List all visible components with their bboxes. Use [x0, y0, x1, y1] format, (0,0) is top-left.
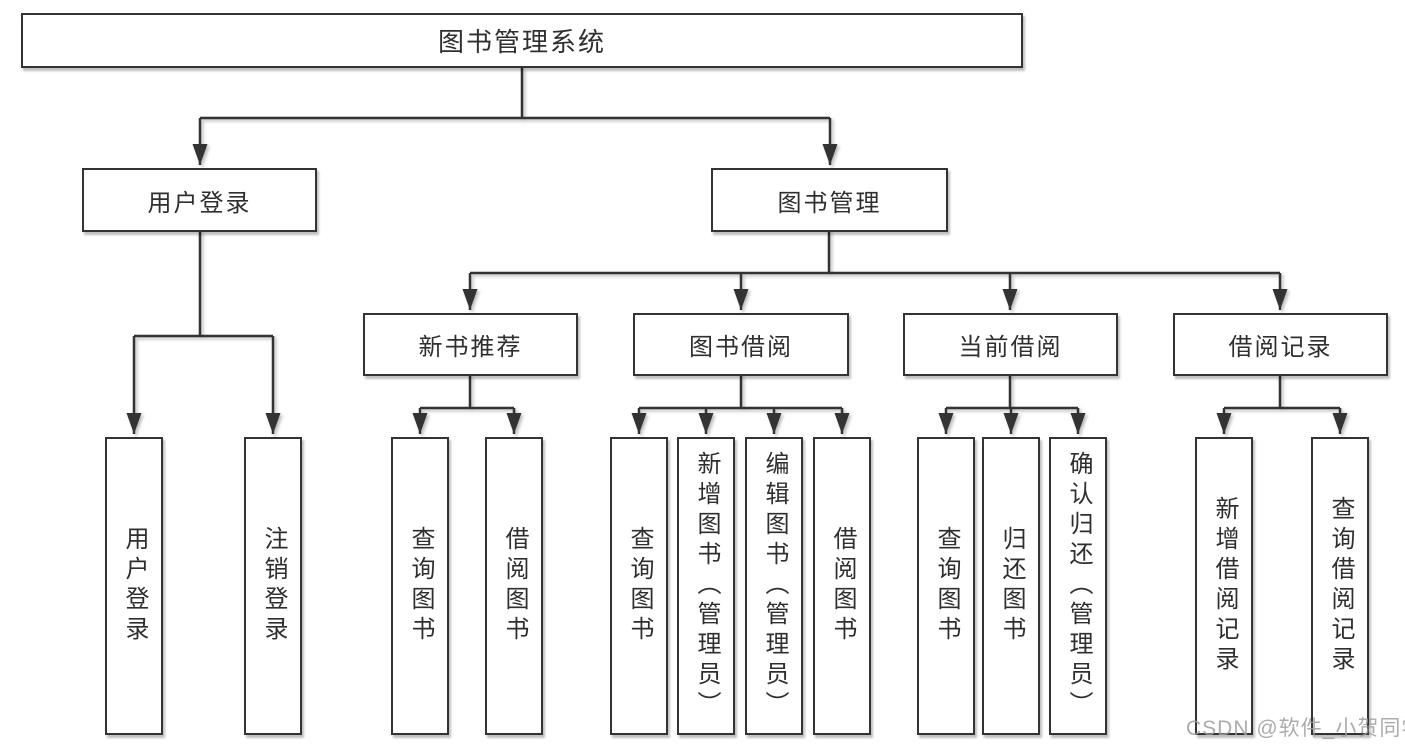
leaf-current-confirm-return-admin: 确认归还（管理员） [1049, 437, 1107, 735]
leaf-records-add-borrow-record: 新增借阅记录 [1195, 437, 1253, 735]
leaf-newbook-borrow-books-label: 借阅图书 [501, 526, 528, 646]
node-new-book-recommend-label: 新书推荐 [418, 334, 523, 361]
leaf-records-query-borrow-record-label: 查询借阅记录 [1327, 496, 1354, 676]
leaf-newbook-query-books: 查询图书 [391, 437, 449, 735]
leaf-newbook-borrow-books: 借阅图书 [485, 437, 543, 735]
leaf-current-return-books-label: 归还图书 [998, 526, 1025, 646]
leaf-records-add-borrow-record-label: 新增借阅记录 [1211, 496, 1238, 676]
leaf-borrowing-borrow-books-label: 借阅图书 [829, 526, 856, 646]
node-current-borrowing-label: 当前借阅 [958, 334, 1063, 361]
node-book-borrowing-label: 图书借阅 [689, 334, 793, 361]
leaf-borrowing-query-books-label: 查询图书 [626, 526, 653, 646]
leaf-logout-label: 注销登录 [260, 526, 287, 646]
leaf-current-query-books-label: 查询图书 [933, 526, 960, 646]
node-book-management: 图书管理 [711, 168, 948, 232]
leaf-current-query-books: 查询图书 [917, 437, 975, 735]
node-borrow-records-label: 借阅记录 [1228, 334, 1333, 361]
leaf-borrowing-edit-books-admin-label: 编辑图书（管理员） [761, 451, 788, 721]
leaf-current-confirm-return-admin-label: 确认归还（管理员） [1065, 451, 1092, 721]
node-new-book-recommend: 新书推荐 [363, 313, 578, 376]
node-root-label: 图书管理系统 [437, 27, 606, 57]
leaf-borrowing-query-books: 查询图书 [610, 437, 668, 735]
node-book-management-label: 图书管理 [777, 189, 882, 217]
leaf-logout: 注销登录 [244, 437, 302, 735]
leaf-borrowing-add-books-admin-label: 新增图书（管理员） [693, 451, 720, 721]
leaf-user-login-label: 用户登录 [121, 526, 148, 646]
leaf-current-return-books: 归还图书 [982, 437, 1040, 735]
node-current-borrowing: 当前借阅 [903, 313, 1118, 376]
leaf-records-query-borrow-record: 查询借阅记录 [1311, 437, 1369, 735]
node-user-login: 用户登录 [82, 168, 317, 232]
leaf-newbook-query-books-label: 查询图书 [407, 526, 434, 646]
node-borrow-records: 借阅记录 [1173, 313, 1388, 376]
leaf-user-login: 用户登录 [105, 437, 163, 735]
leaf-borrowing-borrow-books: 借阅图书 [813, 437, 871, 735]
leaf-borrowing-add-books-admin: 新增图书（管理员） [677, 437, 735, 735]
node-root-system: 图书管理系统 [21, 13, 1023, 68]
node-user-login-label: 用户登录 [147, 189, 252, 217]
leaf-borrowing-edit-books-admin: 编辑图书（管理员） [745, 437, 803, 735]
csdn-watermark: CSDN @软件_小贺同学 [1186, 717, 1405, 740]
node-book-borrowing: 图书借阅 [633, 313, 849, 376]
